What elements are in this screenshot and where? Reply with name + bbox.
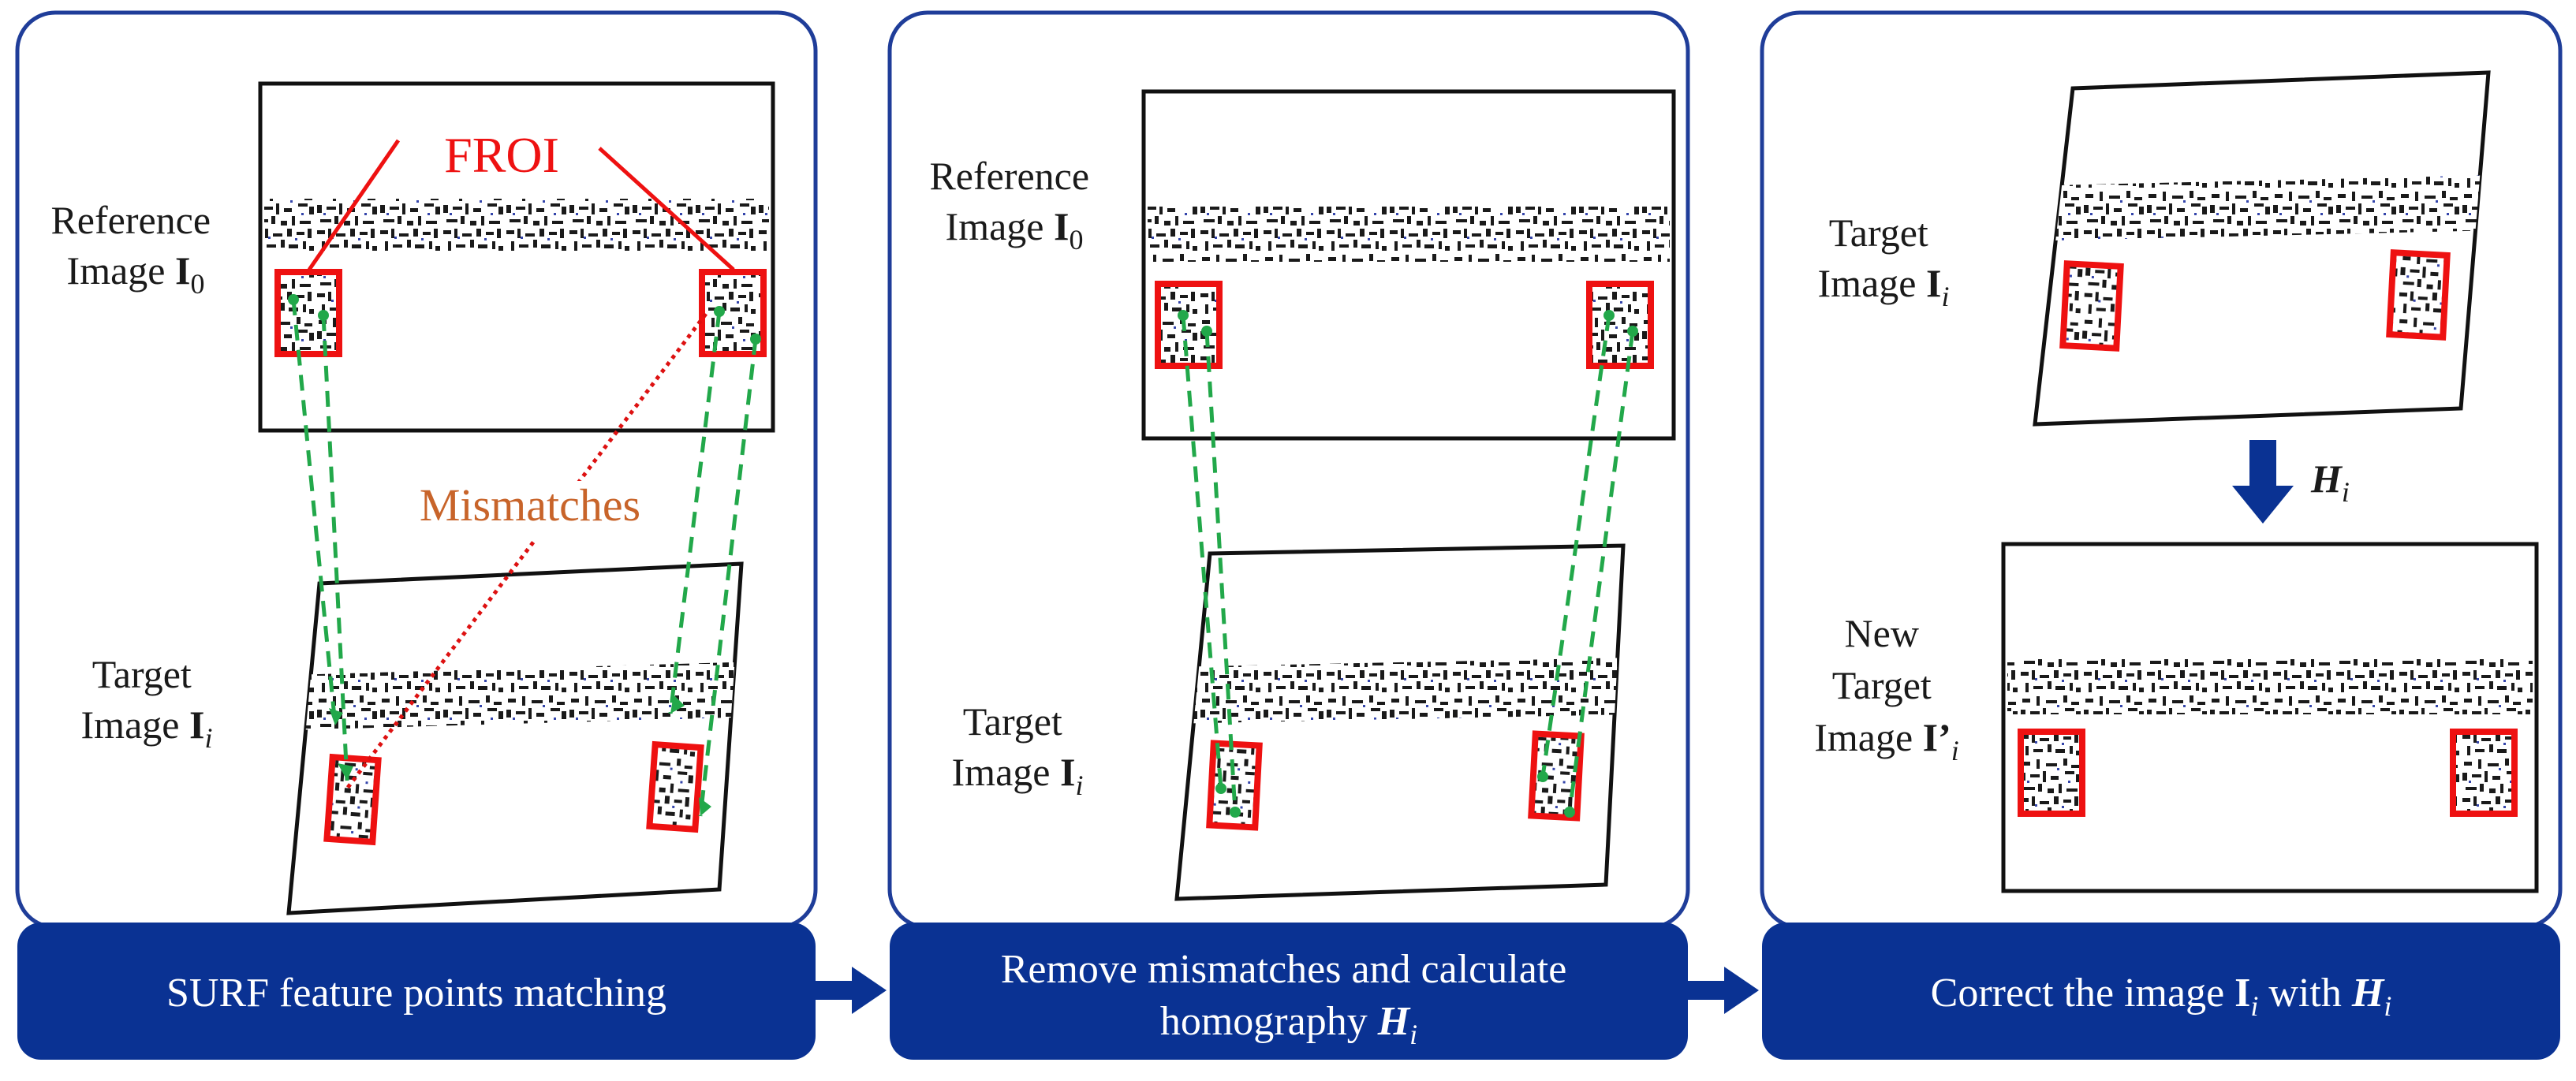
roi-left (2059, 260, 2124, 352)
texture-band (289, 661, 741, 732)
transform-arrow: Hi (2232, 440, 2350, 524)
target-label: Target Image Ii (81, 652, 213, 754)
target-label: Target Image Ii (1818, 211, 1950, 312)
panel-homography: Reference Image I0 Target Image Ii Remov… (887, 10, 1690, 1060)
reference-image (258, 81, 775, 433)
match-lines (291, 299, 758, 817)
match-points (288, 294, 761, 816)
texture-band (1177, 658, 1623, 724)
flow-arrow-icon (816, 967, 887, 1014)
transform-label: Hi (2310, 457, 2350, 508)
roi-left (274, 269, 342, 357)
texture-band (1148, 207, 1670, 262)
texture-band (2035, 175, 2488, 241)
match-points (1178, 310, 1638, 818)
target-image (1174, 543, 1626, 901)
panel-surf-matching: FROI Mismatches Reference Image I0 Targe… (15, 10, 818, 1060)
roi-left (2018, 729, 2085, 817)
match-lines (1181, 315, 1635, 813)
target-image (2033, 70, 2491, 427)
roi-right (1586, 281, 1654, 369)
footer-surf: SURF feature points matching (17, 923, 816, 1060)
mismatch-line (345, 312, 707, 790)
footer-text: Remove mismatches and calculate homograp… (1001, 947, 1577, 1050)
mismatch-label: Mismatches (420, 479, 640, 531)
footer-text: SURF feature points matching (166, 971, 666, 1016)
down-arrow-icon (2232, 440, 2294, 524)
roi-left (323, 753, 382, 846)
new-target-image (2001, 542, 2539, 893)
new-target-label: New Target Image I’i (1814, 611, 1959, 766)
froi-callout: FROI (307, 127, 735, 271)
target-image (286, 561, 744, 915)
footer-text: Correct the image Ii with Hi (1931, 971, 2392, 1022)
roi-left (1155, 281, 1223, 369)
froi-label: FROI (444, 127, 559, 183)
panel-correct: Hi Target Image Ii New Target Image I’i … (1760, 10, 2563, 1060)
roi-right (1528, 730, 1585, 822)
roi-right (646, 740, 704, 833)
reference-label: Reference Image I0 (929, 154, 1099, 255)
footer-homography: Remove mismatches and calculate homograp… (890, 923, 1688, 1060)
reference-label: Reference Image I0 (50, 198, 220, 300)
footer-correct: Correct the image Ii with Hi (1762, 923, 2560, 1060)
roi-right (2450, 729, 2518, 817)
texture-band (2007, 659, 2533, 714)
flow-arrow-icon (1688, 967, 1759, 1014)
target-label: Target Image Ii (952, 699, 1084, 801)
reference-image (1141, 89, 1676, 441)
roi-right (2386, 249, 2451, 341)
